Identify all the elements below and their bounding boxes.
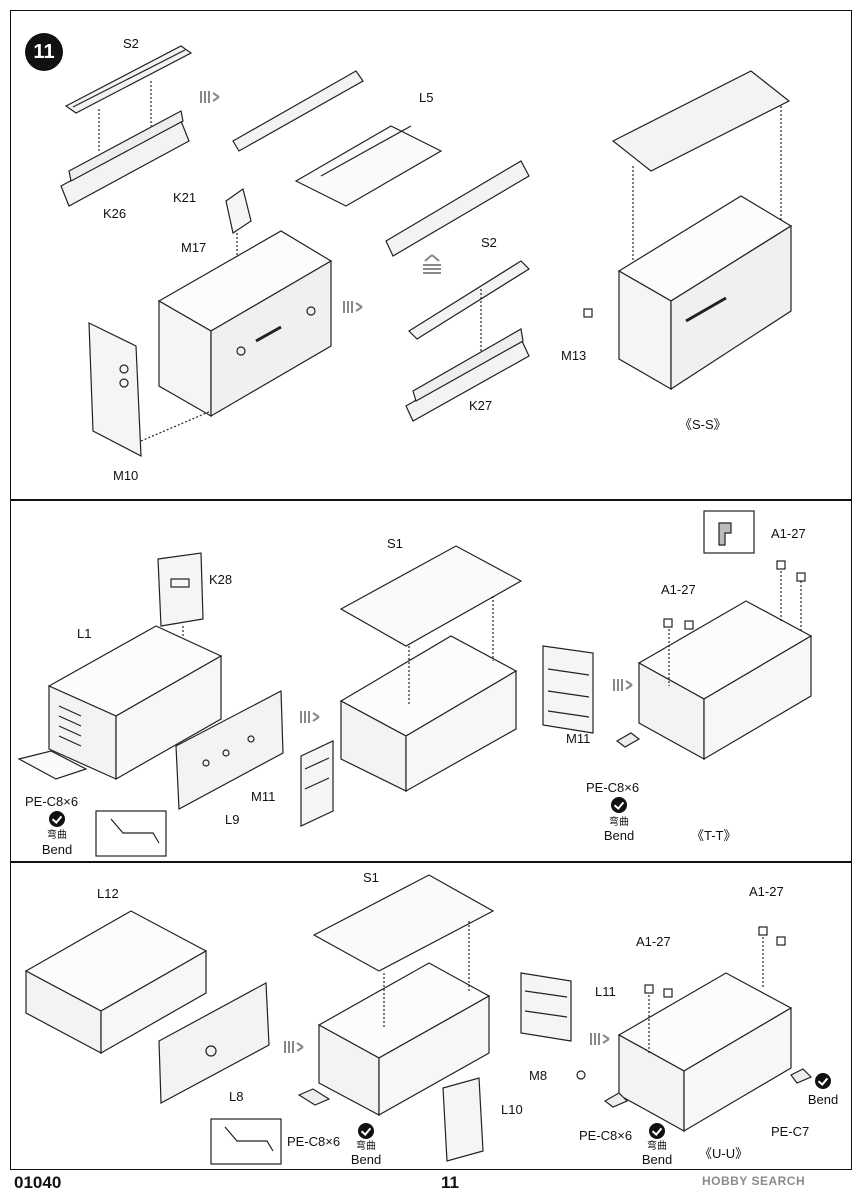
assembled-s-s-shelter <box>583 70 793 391</box>
bend-cn-left-u: 弯曲 <box>356 1141 376 1152</box>
label-a1-27-right-u: A1-27 <box>749 884 784 899</box>
product-code: 01040 <box>14 1173 62 1192</box>
label-s2-mid: S2 <box>481 235 497 250</box>
assembled-t-t-shelter <box>615 560 813 761</box>
part-s1-roof <box>339 545 523 647</box>
page-number: 11 <box>441 1173 459 1192</box>
assembly-illustration-u-u <box>24 874 813 1165</box>
label-pe-c8-left: PE-C8×6 <box>25 794 79 809</box>
part-k26-frame <box>60 81 190 207</box>
label-m11-right: M11 <box>566 731 591 746</box>
part-l1-box <box>47 625 223 781</box>
label-l12: L12 <box>97 886 119 901</box>
part-l9-panel <box>175 690 284 810</box>
bend-cn-right-u: 弯曲 <box>647 1141 667 1152</box>
label-m11-left: M11 <box>251 789 276 804</box>
part-pe-c8-left <box>17 750 88 780</box>
legend-detail-box <box>703 510 755 554</box>
arrow-right-1 <box>200 91 220 103</box>
part-s2-k27 <box>405 260 530 422</box>
label-pe-c8-right-u: PE-C8×6 <box>579 1128 633 1143</box>
assembled-box-u <box>317 921 491 1117</box>
label-a1-27-left-u: A1-27 <box>636 934 671 949</box>
arrow-right-5 <box>284 1041 304 1053</box>
assembly-illustration-s-s <box>60 45 793 458</box>
hobby-search-watermark: HOBBY SEARCH <box>702 1174 806 1188</box>
label-s2: S2 <box>123 36 139 51</box>
step-panel-s-s: 11 S2 K26 L5 K21 M17 S2 K27 M10 M13 《S-S… <box>10 10 852 500</box>
arrow-right-3 <box>300 711 320 723</box>
step-panel-u-u: L12 S1 A1-27 A1-27 L11 M8 L8 L10 PE-C8×6… <box>10 862 852 1170</box>
label-k26: K26 <box>103 206 127 221</box>
bend-en-right: Bend <box>603 828 635 843</box>
bend-en-left-u: Bend <box>350 1152 382 1167</box>
label-k27: K27 <box>469 398 493 413</box>
label-m10: M10 <box>113 468 139 483</box>
label-l8: L8 <box>229 1089 244 1104</box>
part-m10-panel <box>88 322 212 458</box>
label-l11: L11 <box>595 984 616 999</box>
bend-en-left: Bend <box>41 842 73 857</box>
bend-detail-u <box>210 1118 282 1165</box>
part-m11-door-right <box>542 645 594 734</box>
assembled-u-u-shelter <box>576 926 813 1133</box>
label-l5: L5 <box>419 90 434 105</box>
step-panel-t-t: K28 L1 S1 A1-27 A1-27 M11 M11 L9 PE-C8×6… <box>10 500 852 862</box>
assembled-box-t <box>339 596 518 793</box>
label-k28: K28 <box>209 572 233 587</box>
bend-icon-left <box>49 811 65 827</box>
label-s1-u: S1 <box>363 870 379 885</box>
bend-detail-left <box>95 810 167 857</box>
label-m17: M17 <box>181 240 207 255</box>
part-m17-box <box>157 230 333 418</box>
part-m11-door-left <box>300 740 334 827</box>
version-label-u-u: 《U-U》 <box>699 1146 749 1161</box>
part-l8-panel <box>158 982 270 1104</box>
arrow-up <box>423 254 441 274</box>
label-a1-27-right: A1-27 <box>771 526 806 541</box>
part-s1-roof-u <box>312 874 495 972</box>
label-pe-c8-left-u: PE-C8×6 <box>287 1134 341 1149</box>
assembly-illustration-t-t <box>17 510 813 857</box>
label-a1-27-left: A1-27 <box>661 582 696 597</box>
label-k21: K21 <box>173 190 197 205</box>
label-pe-c8-right: PE-C8×6 <box>586 780 640 795</box>
bend-icon-right <box>611 797 627 813</box>
arrow-right-2 <box>343 301 363 313</box>
bend-cn-right: 弯曲 <box>609 817 629 828</box>
bend-cn-left: 弯曲 <box>47 830 67 841</box>
label-m8: M8 <box>529 1068 548 1083</box>
part-s2-rail <box>64 45 193 114</box>
label-s1: S1 <box>387 536 403 551</box>
label-pe-c7: PE-C7 <box>771 1124 810 1139</box>
part-pe-c8-left-u <box>297 1088 331 1106</box>
step-number-badge: 11 <box>25 33 63 71</box>
arrow-right-4 <box>613 679 633 691</box>
bend-icon-left-u <box>358 1123 374 1139</box>
version-label-t-t: 《T-T》 <box>691 828 737 843</box>
part-l5-assembly <box>232 70 530 257</box>
bend-en-right-u: Bend <box>641 1152 673 1167</box>
bend-en-c7: Bend <box>807 1092 839 1107</box>
bend-icon-right-u <box>649 1123 665 1139</box>
bend-icon-c7 <box>815 1073 831 1089</box>
part-l10-panel <box>442 1077 484 1162</box>
version-label-s-s: 《S-S》 <box>679 417 727 432</box>
label-m13: M13 <box>561 348 587 363</box>
label-l10: L10 <box>501 1102 523 1117</box>
part-l12-box <box>24 910 208 1055</box>
arrow-right-6 <box>590 1033 610 1045</box>
part-l11-door <box>520 972 572 1042</box>
label-l9: L9 <box>225 812 240 827</box>
label-l1: L1 <box>77 626 92 641</box>
